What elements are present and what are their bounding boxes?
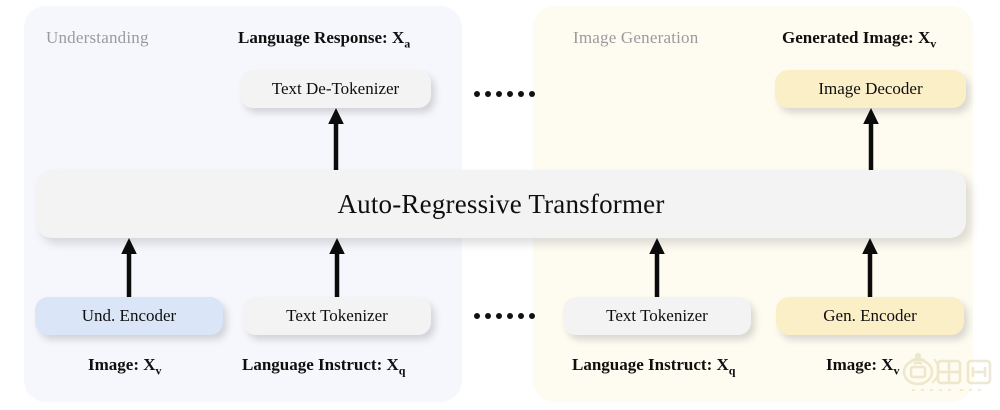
box-auto-regressive-transformer-label: Auto-Regressive Transformer (337, 188, 665, 219)
dot-icon (518, 91, 524, 97)
label-image-right: Image: Xv (826, 355, 900, 378)
label-language-instruct-right: Language Instruct: Xq (572, 355, 735, 378)
label-generated-image-subscript: v (930, 36, 937, 51)
dot-icon (529, 313, 535, 319)
arrow-und-encoder-to-transformer (121, 238, 137, 298)
arrow-text-tokenizer-right-to-transformer (649, 238, 665, 298)
box-auto-regressive-transformer[interactable]: Auto-Regressive Transformer (36, 170, 966, 238)
label-image-right-text: Image: X (826, 355, 894, 374)
label-generated-image: Generated Image: Xv (782, 28, 936, 51)
label-language-instruct-left-subscript: q (398, 363, 406, 378)
box-gen-encoder-label: Gen. Encoder (823, 306, 917, 325)
arrow-transformer-to-text-de-tokenizer (328, 108, 344, 170)
dot-icon (474, 91, 480, 97)
arrow-text-tokenizer-left-to-transformer (329, 238, 345, 298)
dot-icon (507, 91, 513, 97)
dot-icon (474, 313, 480, 319)
label-language-instruct-right-subscript: q (728, 363, 736, 378)
box-und-encoder[interactable]: Und. Encoder (35, 297, 223, 335)
dot-icon (496, 91, 502, 97)
label-language-response-text: Language Response: X (238, 28, 405, 47)
panel-title-image-generation: Image Generation (573, 28, 699, 47)
panel-title-understanding: Understanding (46, 28, 149, 47)
label-language-response: Language Response: Xa (238, 28, 410, 51)
label-generated-image-text: Generated Image: X (782, 28, 931, 47)
label-image-left: Image: Xv (88, 355, 162, 378)
box-text-de-tokenizer[interactable]: Text De-Tokenizer (240, 70, 431, 108)
box-und-encoder-label: Und. Encoder (81, 306, 177, 325)
arrow-transformer-to-image-decoder (863, 108, 879, 170)
label-image-left-subscript: v (155, 363, 162, 378)
box-text-tokenizer-right[interactable]: Text Tokenizer (563, 297, 751, 335)
label-language-instruct-right-text: Language Instruct: X (572, 355, 729, 374)
box-image-decoder-label: Image Decoder (818, 79, 923, 98)
dot-icon (529, 91, 535, 97)
label-language-instruct-left: Language Instruct: Xq (242, 355, 405, 378)
box-image-decoder[interactable]: Image Decoder (775, 70, 966, 108)
box-gen-encoder[interactable]: Gen. Encoder (776, 297, 964, 335)
ellipsis-bottom-icon (474, 313, 535, 319)
dot-icon (518, 313, 524, 319)
box-text-tokenizer-left[interactable]: Text Tokenizer (243, 297, 431, 335)
label-language-instruct-left-text: Language Instruct: X (242, 355, 399, 374)
label-image-left-text: Image: X (88, 355, 156, 374)
ellipsis-top-icon (474, 91, 535, 97)
box-text-tokenizer-right-label: Text Tokenizer (606, 306, 708, 325)
box-text-de-tokenizer-label: Text De-Tokenizer (271, 79, 400, 98)
dot-icon (485, 313, 491, 319)
dot-icon (507, 313, 513, 319)
label-language-response-subscript: a (404, 36, 411, 51)
arrow-gen-encoder-to-transformer (862, 238, 878, 298)
dot-icon (485, 91, 491, 97)
dot-icon (496, 313, 502, 319)
box-text-tokenizer-left-label: Text Tokenizer (286, 306, 388, 325)
label-image-right-subscript: v (893, 363, 900, 378)
